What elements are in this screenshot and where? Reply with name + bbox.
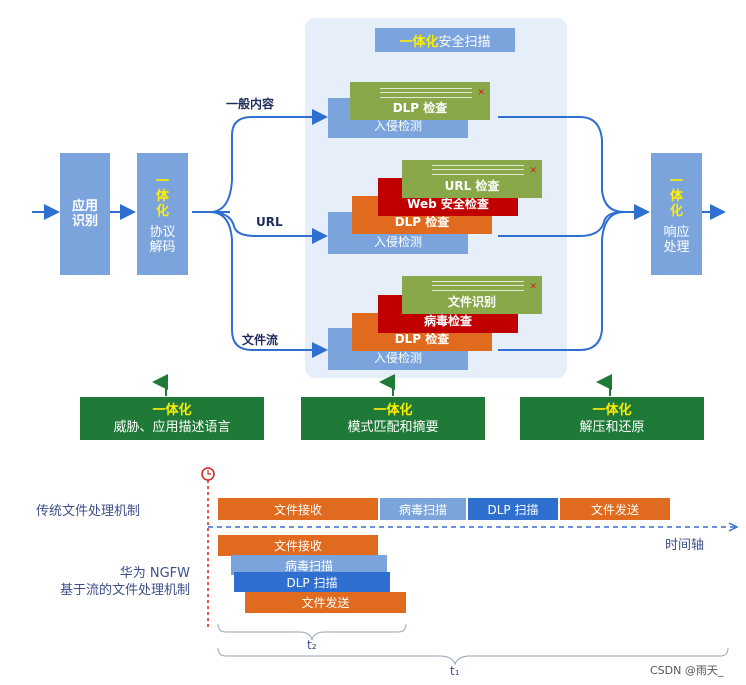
- response-label: 响应处理: [663, 224, 690, 255]
- app-identify-block: 应用识别: [60, 153, 110, 275]
- ngfw-step-send: 文件发送: [245, 592, 406, 613]
- time-axis-label: 时间轴: [665, 538, 705, 553]
- branch-label-url: URL: [256, 215, 283, 229]
- ngfw-label-1: 华为 NGFW: [119, 566, 190, 581]
- ngfw-label-2: 基于流的文件处理机制: [59, 583, 190, 598]
- protocol-unified-label: 一体化: [155, 173, 169, 219]
- bottom-box-decompress: 一体化 解压和还原: [520, 397, 704, 440]
- trad-step-virus: 病毒扫描: [380, 498, 466, 520]
- trad-step-dlp: DLP 扫描: [468, 498, 558, 520]
- bottom-box-threat-language: 一体化 威胁、应用描述语言: [80, 397, 264, 440]
- url-check-box: ✕ URL 检查: [402, 160, 542, 198]
- trad-step-send: 文件发送: [560, 498, 670, 520]
- watermark: CSDN @雨天_: [650, 664, 724, 677]
- branch-label-file: 文件流: [242, 333, 279, 347]
- protocol-decode-label: 协议解码: [149, 224, 176, 255]
- general-dlp-box: ✕ DLP 检查: [350, 82, 490, 120]
- traditional-label: 传统文件处理机制: [36, 504, 141, 519]
- bottom-box-pattern-match: 一体化 模式匹配和摘要: [301, 397, 485, 440]
- trad-step-receive: 文件接收: [218, 498, 378, 520]
- ngfw-step-receive: 文件接收: [218, 535, 378, 556]
- t2-label: t₂: [307, 638, 317, 652]
- file-id-box: ✕ 文件识别: [402, 276, 542, 314]
- scan-panel-title: 一体化安全扫描: [375, 28, 515, 52]
- ngfw-step-virus: 病毒扫描: [231, 555, 387, 575]
- branch-label-general: 一般内容: [226, 97, 275, 111]
- response-unified-label: 一体化: [669, 173, 683, 219]
- t1-label: t₁: [450, 664, 460, 678]
- protocol-decode-block: 一体化 协议解码: [137, 153, 188, 275]
- response-block: 一体化 响应处理: [651, 153, 702, 275]
- ngfw-step-dlp: DLP 扫描: [234, 572, 390, 592]
